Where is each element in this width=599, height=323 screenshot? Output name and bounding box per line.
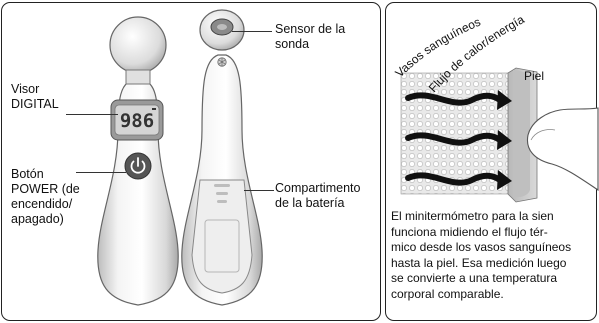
- power-label: Botón POWER (de encendido/ apagado): [11, 167, 80, 226]
- display-label: Visor DIGITAL: [11, 82, 59, 111]
- skin-label: Piel: [524, 69, 544, 83]
- power-leader: [76, 172, 126, 173]
- battery-cover[interactable]: [191, 179, 253, 294]
- explanation-caption: El minitermómetro para la sien funciona …: [391, 209, 572, 301]
- heat-arrow-icon: [405, 92, 503, 186]
- battery-label: Compartimento de la batería: [275, 181, 361, 210]
- power-icon: [130, 157, 146, 174]
- lcd-reading: 986: [120, 110, 154, 132]
- lcd-screen: [114, 104, 160, 136]
- sensor-vent-icon: [217, 57, 227, 67]
- thermometer-back: [181, 9, 263, 306]
- power-button[interactable]: [124, 152, 152, 180]
- sensor-label: Sensor de la sonda: [275, 22, 346, 51]
- thermometer-front: [97, 16, 179, 306]
- display-leader: [66, 114, 118, 115]
- sensor-leader: [232, 31, 272, 32]
- finger-icon: [526, 107, 599, 192]
- battery-leader: [244, 190, 274, 191]
- battery-icon: [152, 108, 156, 110]
